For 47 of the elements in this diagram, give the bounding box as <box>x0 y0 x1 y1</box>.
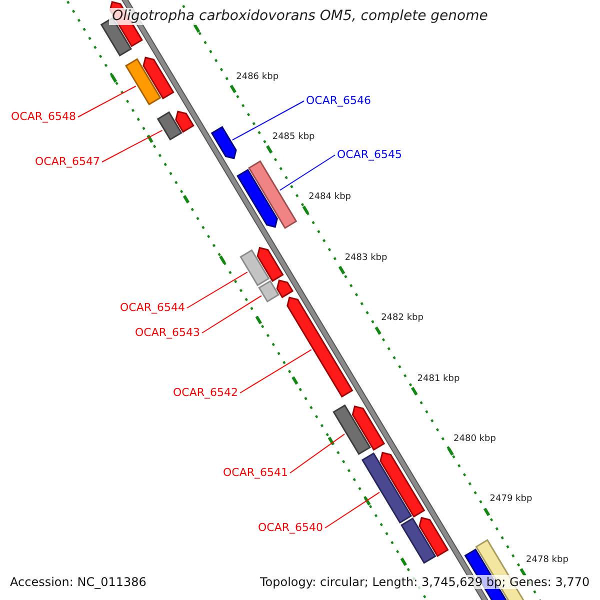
gene-block <box>400 517 436 564</box>
gene-feature <box>210 126 237 160</box>
gene-label: OCAR_6547 <box>34 155 100 169</box>
gene-label: OCAR_6540 <box>258 521 323 535</box>
scale-label: 2478 kbp <box>526 554 568 566</box>
gene-label: OCAR_6545 <box>337 148 402 162</box>
scale-label: 2484 kbp <box>308 192 351 204</box>
gene-block <box>361 452 412 524</box>
gene-feature <box>380 452 426 518</box>
gene-feature <box>256 246 284 282</box>
leader-line <box>279 154 336 191</box>
gene-feature <box>236 168 278 228</box>
scale-label: 2486 kbp <box>236 72 279 82</box>
scale-label: 2479 kbp <box>490 494 532 506</box>
scale-label: 2485 kbp <box>272 132 315 143</box>
gene-label: OCAR_6541 <box>222 466 288 480</box>
gene-block <box>124 58 162 106</box>
gene-feature <box>276 280 294 298</box>
gene-feature <box>418 516 449 558</box>
gene-label: OCAR_6544 <box>120 301 185 315</box>
leader-line <box>232 100 304 141</box>
scale-label: 2481 kbp <box>417 374 460 384</box>
gene-block <box>248 160 298 229</box>
gene-feature <box>352 405 386 451</box>
scale-label: 2482 kbp <box>381 313 424 324</box>
gene-block <box>156 111 182 141</box>
gene-block <box>258 280 280 303</box>
gene-label: OCAR_6542 <box>172 386 238 400</box>
scale-label: 2480 kbp <box>454 434 496 445</box>
gene-block <box>332 404 372 456</box>
leader-line <box>324 492 380 528</box>
gene-feature <box>175 110 194 133</box>
gene-feature <box>286 296 354 398</box>
leader-line <box>186 272 248 308</box>
scale-label: 2483 kbp <box>344 252 388 264</box>
gene-label: OCAR_6543 <box>134 326 200 340</box>
leader-line <box>102 130 163 162</box>
leader-line <box>202 295 262 334</box>
gene-label: OCAR_6548 <box>10 110 76 124</box>
leader-line <box>78 86 136 118</box>
accession-text: Accession: NC_011386 <box>10 574 146 590</box>
gene-label: OCAR_6546 <box>306 94 372 108</box>
summary-text: Topology: circular; Length: 3,745,629 bp; Genes: 3,770 <box>260 574 590 590</box>
leader-line <box>290 434 346 474</box>
leader-line <box>240 349 312 394</box>
gene-feature <box>142 56 174 100</box>
gene-block <box>240 249 270 286</box>
